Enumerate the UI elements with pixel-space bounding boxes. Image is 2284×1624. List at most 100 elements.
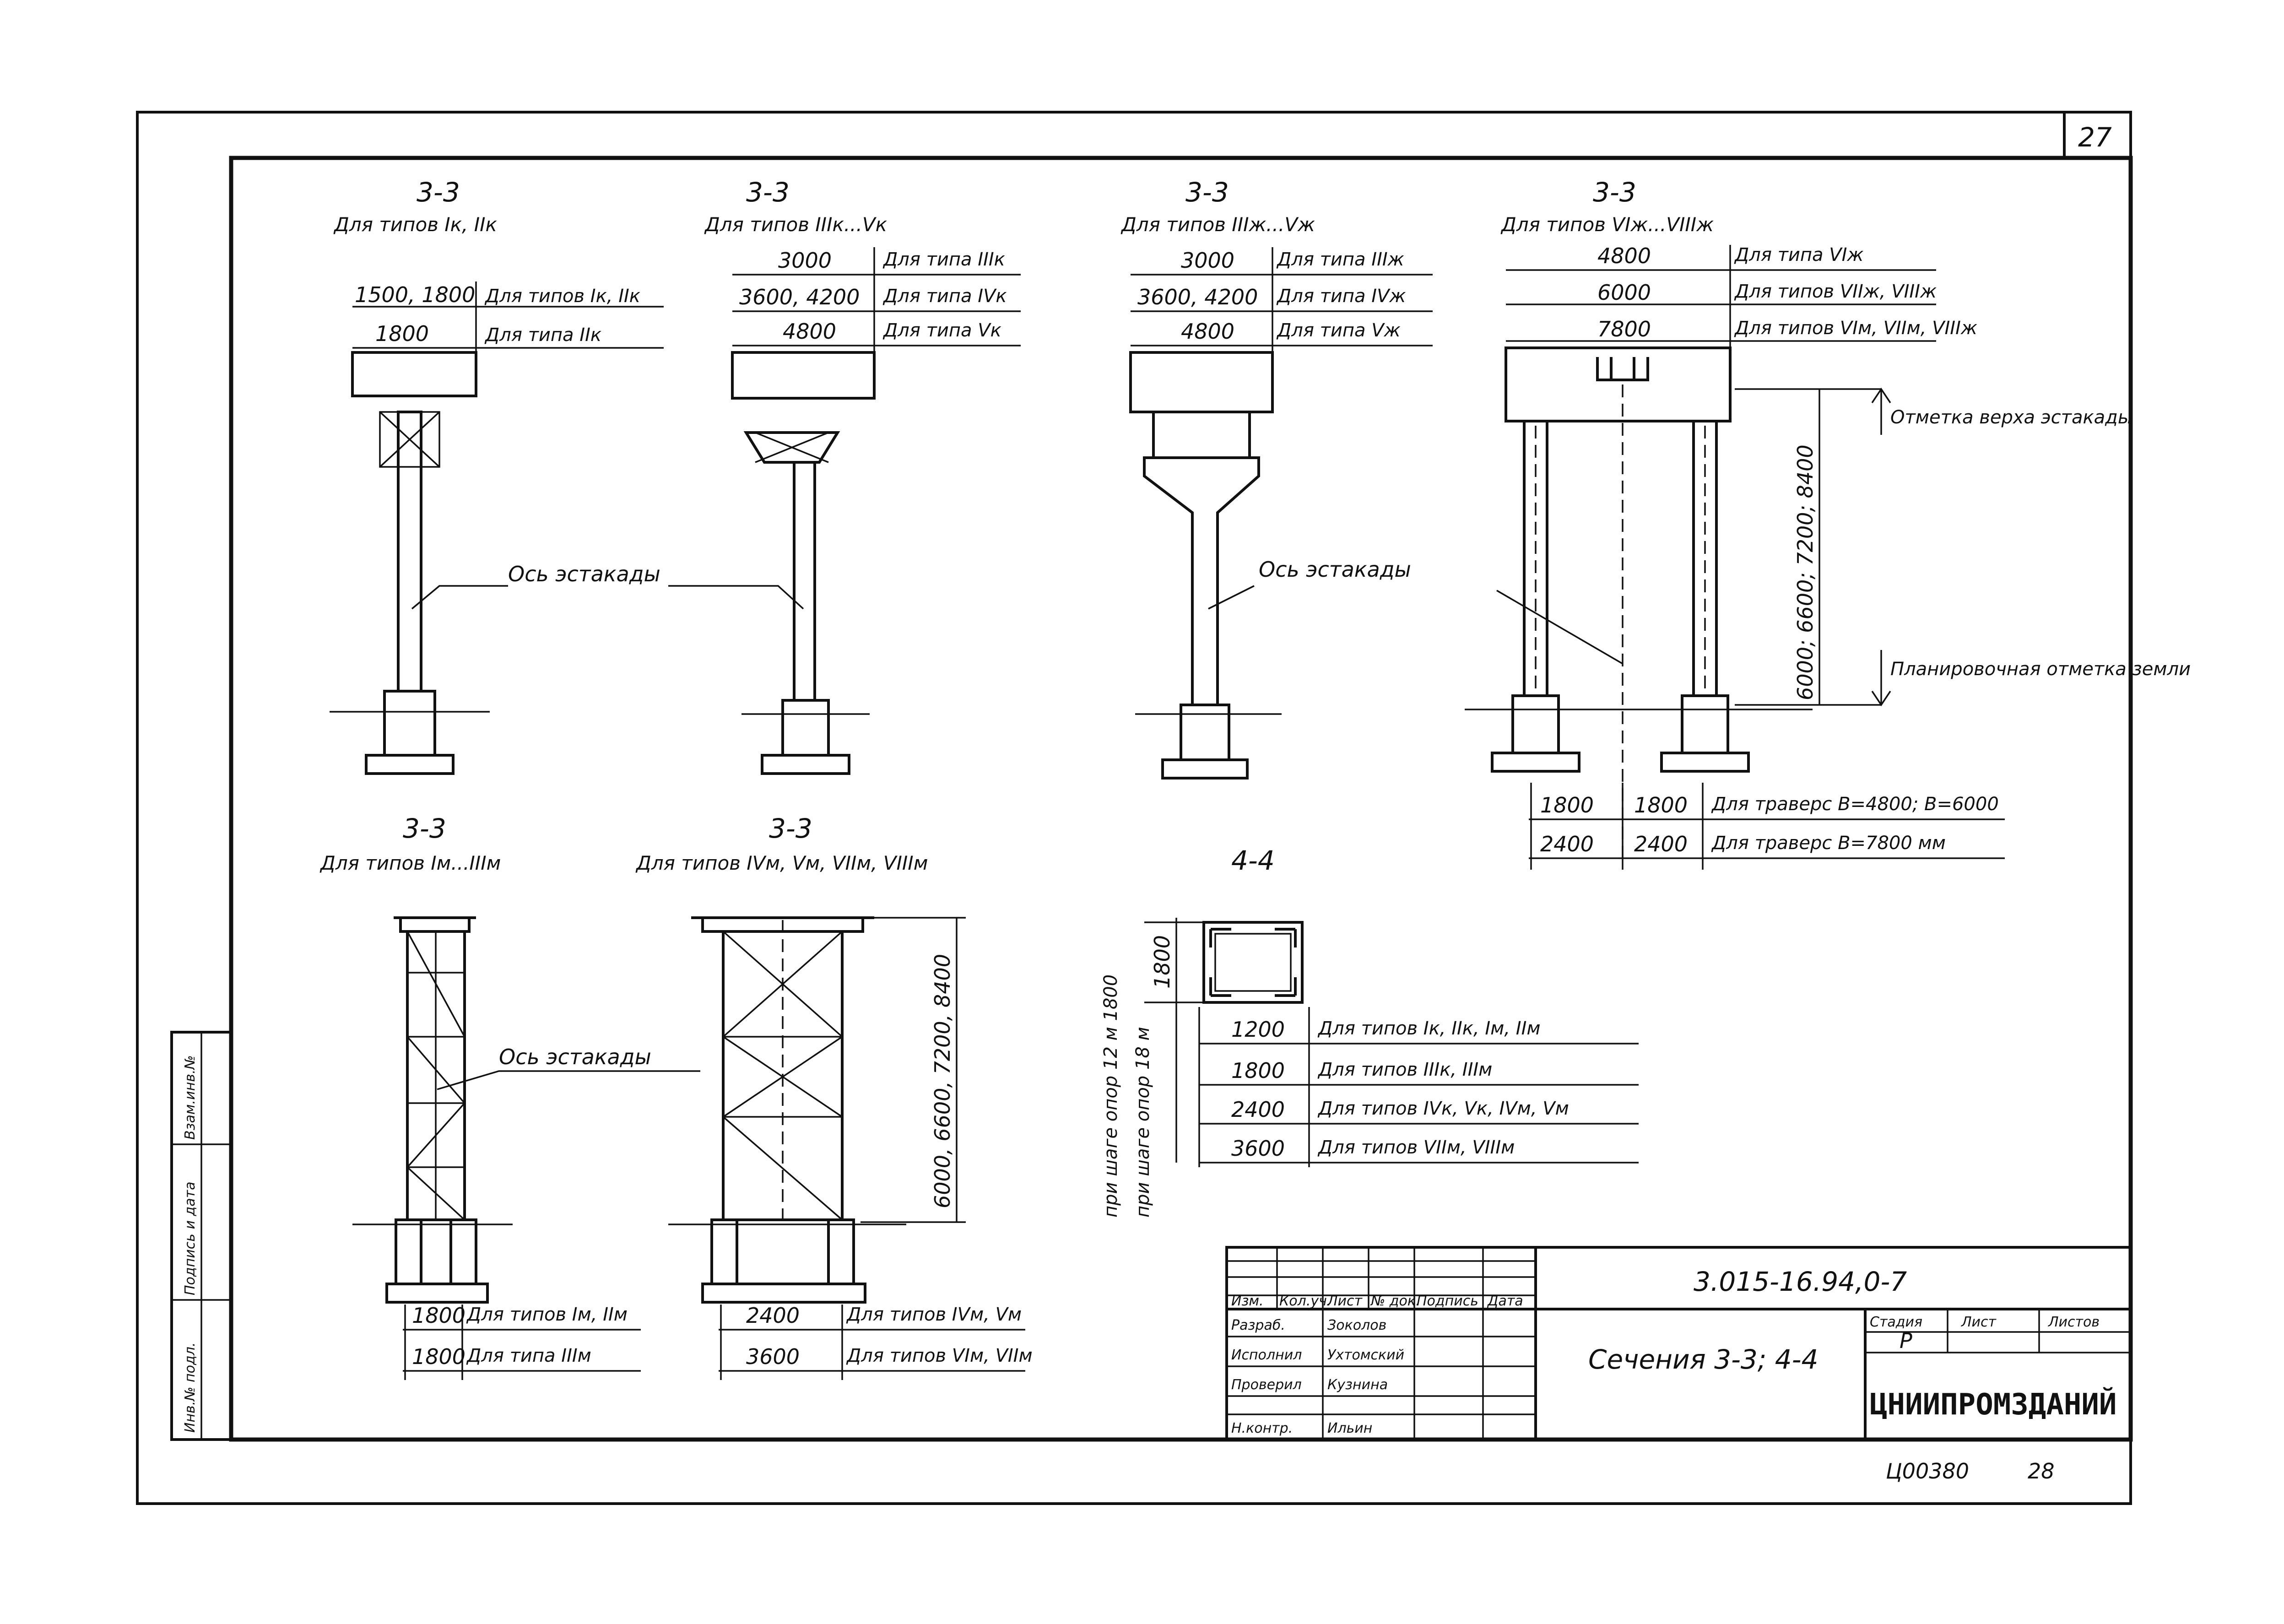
doc-code: 3.015-16.94,0-7 — [1694, 1266, 1907, 1297]
section-subtitle: Для типов IIIж...Vж — [1120, 213, 1315, 236]
inner-frame — [229, 156, 2133, 1442]
cross-section-outer — [1202, 921, 1304, 1004]
column-bracket — [1143, 456, 1260, 706]
section-title: 4-4 — [1231, 845, 1275, 876]
dim-desc: Для типов IIIк, IIIм — [1317, 1059, 1492, 1080]
dim-desc: Для типов IVм, Vм — [846, 1304, 1022, 1325]
traverse-beam — [1505, 346, 1732, 422]
page-number: 27 — [2078, 122, 2112, 153]
cross-section-inner — [1214, 933, 1292, 992]
foundation — [395, 1218, 422, 1285]
tb-sheets-header: Листов — [2048, 1314, 2100, 1330]
side-note-a: при шаге опор 12 м 1800 — [1100, 974, 1121, 1218]
tb-col-header: № док. — [1370, 1293, 1420, 1309]
drawing-name: Сечения 3-3; 4-4 — [1588, 1344, 1819, 1375]
column-top — [394, 916, 476, 933]
section-subtitle: Для типов Iм...IIIм — [319, 852, 501, 874]
footing — [385, 1283, 489, 1304]
tb-name: Ильин — [1327, 1420, 1372, 1436]
org-name: ЦНИИПРОМЗДАНИЙ — [1870, 1387, 2116, 1422]
dim-value: 2400 — [746, 1303, 800, 1328]
tb-sheet-header: Лист — [1961, 1314, 1997, 1330]
dim-desc: Для типов VIм, VIIм — [846, 1345, 1033, 1366]
tb-stage-header: Стадия — [1870, 1314, 1922, 1330]
dim-desc: Для траверс В=4800; В=6000 — [1711, 794, 1999, 815]
dim-desc: Для типа IIIм — [466, 1345, 591, 1366]
dim-value: 1800 — [375, 321, 429, 346]
dim-desc: Для типа Vк — [882, 320, 1001, 341]
ground-mark-arrow — [1871, 650, 1891, 707]
crossbeam — [1129, 351, 1274, 413]
section-subtitle: Для типов Iк, IIк — [333, 213, 498, 236]
dim-desc: Для типа Vж — [1276, 320, 1401, 341]
column-head — [743, 431, 840, 464]
dim-desc: Для типа IIIж — [1276, 249, 1404, 270]
section-title: 3-3 — [769, 813, 812, 844]
section-4-4: 4-4 1800 при шаге опор 12 м 1800 при шаг… — [1100, 845, 1639, 1218]
dim-value: 3000 — [1181, 248, 1234, 273]
axis-label: Ось эстакады — [508, 562, 660, 586]
dim-value: 3600, 4200 — [739, 285, 860, 309]
foundation — [827, 1218, 855, 1285]
dim-value: 2400 — [1231, 1097, 1285, 1122]
dim-value: 4800 — [783, 319, 836, 344]
axis-leader — [1496, 590, 1623, 665]
dim-desc: Для типов VIIж, VIIIж — [1734, 281, 1937, 302]
section-top-4: 3-3 Для типов VIж...VIIIж 4800 Для типа … — [1465, 177, 2191, 870]
column — [397, 411, 422, 693]
section-top-1: 3-3 Для типов Iк, IIк 1500, 1800 Для тип… — [330, 177, 664, 775]
dim-value: 4800 — [1597, 244, 1651, 268]
tb-name: Кузнина — [1327, 1377, 1388, 1393]
tb-name: Зоколов — [1327, 1317, 1386, 1333]
section-title: 3-3 — [1185, 177, 1229, 208]
dim-desc: Для типов VIIм, VIIIм — [1317, 1137, 1515, 1158]
footing — [761, 754, 850, 775]
tb-stage: Р — [1900, 1328, 1912, 1353]
lattice-bracing — [406, 931, 465, 1221]
tb-col-header: Лист — [1327, 1293, 1363, 1309]
column-head — [379, 411, 440, 468]
dim-value: 1800 — [1634, 793, 1688, 817]
dim-desc: Для типов VIм, VIIм, VIIIж — [1734, 318, 1977, 339]
footing — [1161, 758, 1249, 780]
tb-role: Н.контр. — [1231, 1420, 1293, 1436]
tb-name: Ухтомский — [1327, 1347, 1404, 1363]
section-title: 3-3 — [417, 177, 460, 208]
tb-col-header: Подпись — [1417, 1293, 1478, 1309]
archive-copy: 28 — [2028, 1459, 2055, 1483]
axis-leader — [1208, 585, 1255, 610]
dim-value: 6000 — [1597, 280, 1651, 305]
dim-value: 3600 — [1231, 1136, 1285, 1161]
dim-desc: Для типов Iк, IIк — [484, 286, 640, 307]
column-head-bracing — [755, 432, 829, 463]
footing — [1491, 752, 1580, 773]
column-cap — [1152, 411, 1251, 459]
crossbeam — [351, 351, 477, 397]
dim-value: 2400 — [1634, 832, 1688, 856]
tb-col-header: Кол.уч. — [1279, 1293, 1331, 1309]
section-title: 3-3 — [1593, 177, 1636, 208]
foundation — [383, 690, 436, 757]
dim-value: 1800 — [1231, 1058, 1285, 1083]
traverse-joint — [1596, 357, 1649, 381]
section-top-3: 3-3 Для типов IIIж...Vж 3000 Для типа II… — [1120, 177, 1433, 780]
dim-desc: Для типов Iк, IIк, Iм, IIм — [1317, 1018, 1541, 1039]
foundation — [1681, 694, 1729, 754]
foundation — [1511, 694, 1560, 754]
dim-value: 1800 — [412, 1303, 465, 1328]
dim-value: 3000 — [778, 248, 832, 273]
dim-value: 4800 — [1181, 319, 1234, 344]
axis-label: Ось эстакады — [499, 1045, 651, 1069]
footing — [365, 754, 455, 775]
section-bottom-2: 3-3 Для типов IVм, Vм, VIIм, VIIIм 6000,… — [635, 813, 1033, 1380]
axis-label: Ось эстакады — [1259, 557, 1411, 582]
tb-role: Исполнил — [1231, 1347, 1302, 1363]
height-value: 6000, 6600, 7200, 8400 — [930, 954, 955, 1208]
foundation — [781, 699, 830, 757]
section-title: 3-3 — [403, 813, 446, 844]
top-mark-arrow — [1871, 387, 1891, 435]
footing — [1660, 752, 1750, 773]
dim-value: 1200 — [1231, 1017, 1285, 1042]
